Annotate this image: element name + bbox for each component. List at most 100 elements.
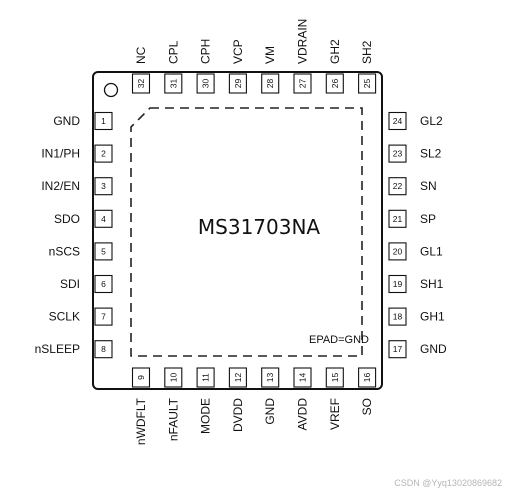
pin-pad [388,177,407,196]
pin-number: 20 [393,246,403,256]
pin-pad [325,73,344,94]
pin-number: 25 [362,79,372,89]
pin-pad [293,367,312,388]
pin-pad [261,73,280,94]
pin1-marker-icon [103,82,119,98]
pin-label: SO [360,398,374,415]
pin-number: 31 [168,79,178,89]
pin-number: 27 [298,79,308,89]
pin-pad [388,274,407,294]
pin-25: 25 SH2 [358,40,377,94]
pin-number: 26 [330,79,340,89]
pin-number: 3 [101,181,106,191]
pin-pad [293,73,312,94]
pin-pad [388,242,407,261]
pin-number: 2 [101,149,106,159]
pin-label: IN1/PH [41,147,80,161]
pin-number: 10 [168,373,178,383]
pin-pad [196,73,215,94]
pin-number: 8 [101,344,106,354]
pin-pad [261,367,280,388]
pin-number: 23 [393,149,403,159]
pin-number: 7 [101,312,106,322]
pin-label: MODE [199,398,213,434]
pin-pad [388,209,407,228]
pin-pad [94,274,113,294]
watermark: CSDN @Yyq13020869682 [394,478,502,488]
pin-label: GND [420,342,447,356]
pin-pad [94,307,113,326]
pin-pad [94,111,113,131]
pin-label: nSCS [49,244,80,258]
left-pin-group: 1GND2IN1/PH3IN2/EN4SDO5nSCS6SDI7SCLK8nSL… [35,111,113,359]
pin-label: SDI [60,277,80,291]
pin-number: 22 [393,181,403,191]
pin-label: SN [420,179,437,193]
pin-number: 6 [101,279,106,289]
pin-pad [388,307,407,326]
epad-label: EPAD=GND [309,334,369,346]
pin-label: nFAULT [166,397,180,441]
pin-pad [388,144,407,163]
pin-30: 30 CPH [196,39,215,94]
pin-pad [196,367,215,388]
pin-label: CPL [166,40,180,64]
pin-pad [94,209,113,228]
pin-31: 31 CPL [164,40,183,94]
pin-pad [94,177,113,196]
pin-6: 6 SDI [60,274,113,294]
pin-pad [94,242,113,261]
pin-number: 24 [393,116,403,126]
pin-8: 8 nSLEEP [35,340,113,359]
pin-label: VDRAIN [296,19,310,64]
pin-label: AVDD [296,398,310,431]
pin-number: 13 [265,373,275,383]
pin-label: CPH [199,39,213,64]
pin-label: VREF [328,398,342,430]
pin-pad [325,367,344,388]
pin-number: 9 [136,375,146,380]
pin-label: GH1 [420,310,445,324]
pin-label: GL1 [420,244,443,258]
pin-pad [358,73,377,94]
pin-number: 29 [233,79,243,89]
pin-label: SP [420,212,436,226]
pin-label: nSLEEP [35,342,80,356]
pin-pad [164,73,183,94]
pin-pad [94,340,113,359]
pin-number: 4 [101,214,106,224]
pin-label: NC [134,46,148,64]
pin-pad [388,111,407,131]
pin-number: 19 [393,279,403,289]
pin-label: SDO [54,212,80,226]
pin-label: VCP [231,39,245,64]
pin-27: 27 VDRAIN [293,19,312,94]
pin-pad [94,144,113,163]
pin-label: SH2 [360,40,374,64]
pin-label: GND [53,114,80,128]
pin-22: 22 SN [388,177,437,196]
pin-number: 30 [201,79,211,89]
pin-label: DVDD [231,398,245,432]
pin-29: 29 VCP [228,39,247,94]
pin-number: 14 [298,373,308,383]
pin-pad [228,73,247,94]
pin-pad [228,367,247,388]
